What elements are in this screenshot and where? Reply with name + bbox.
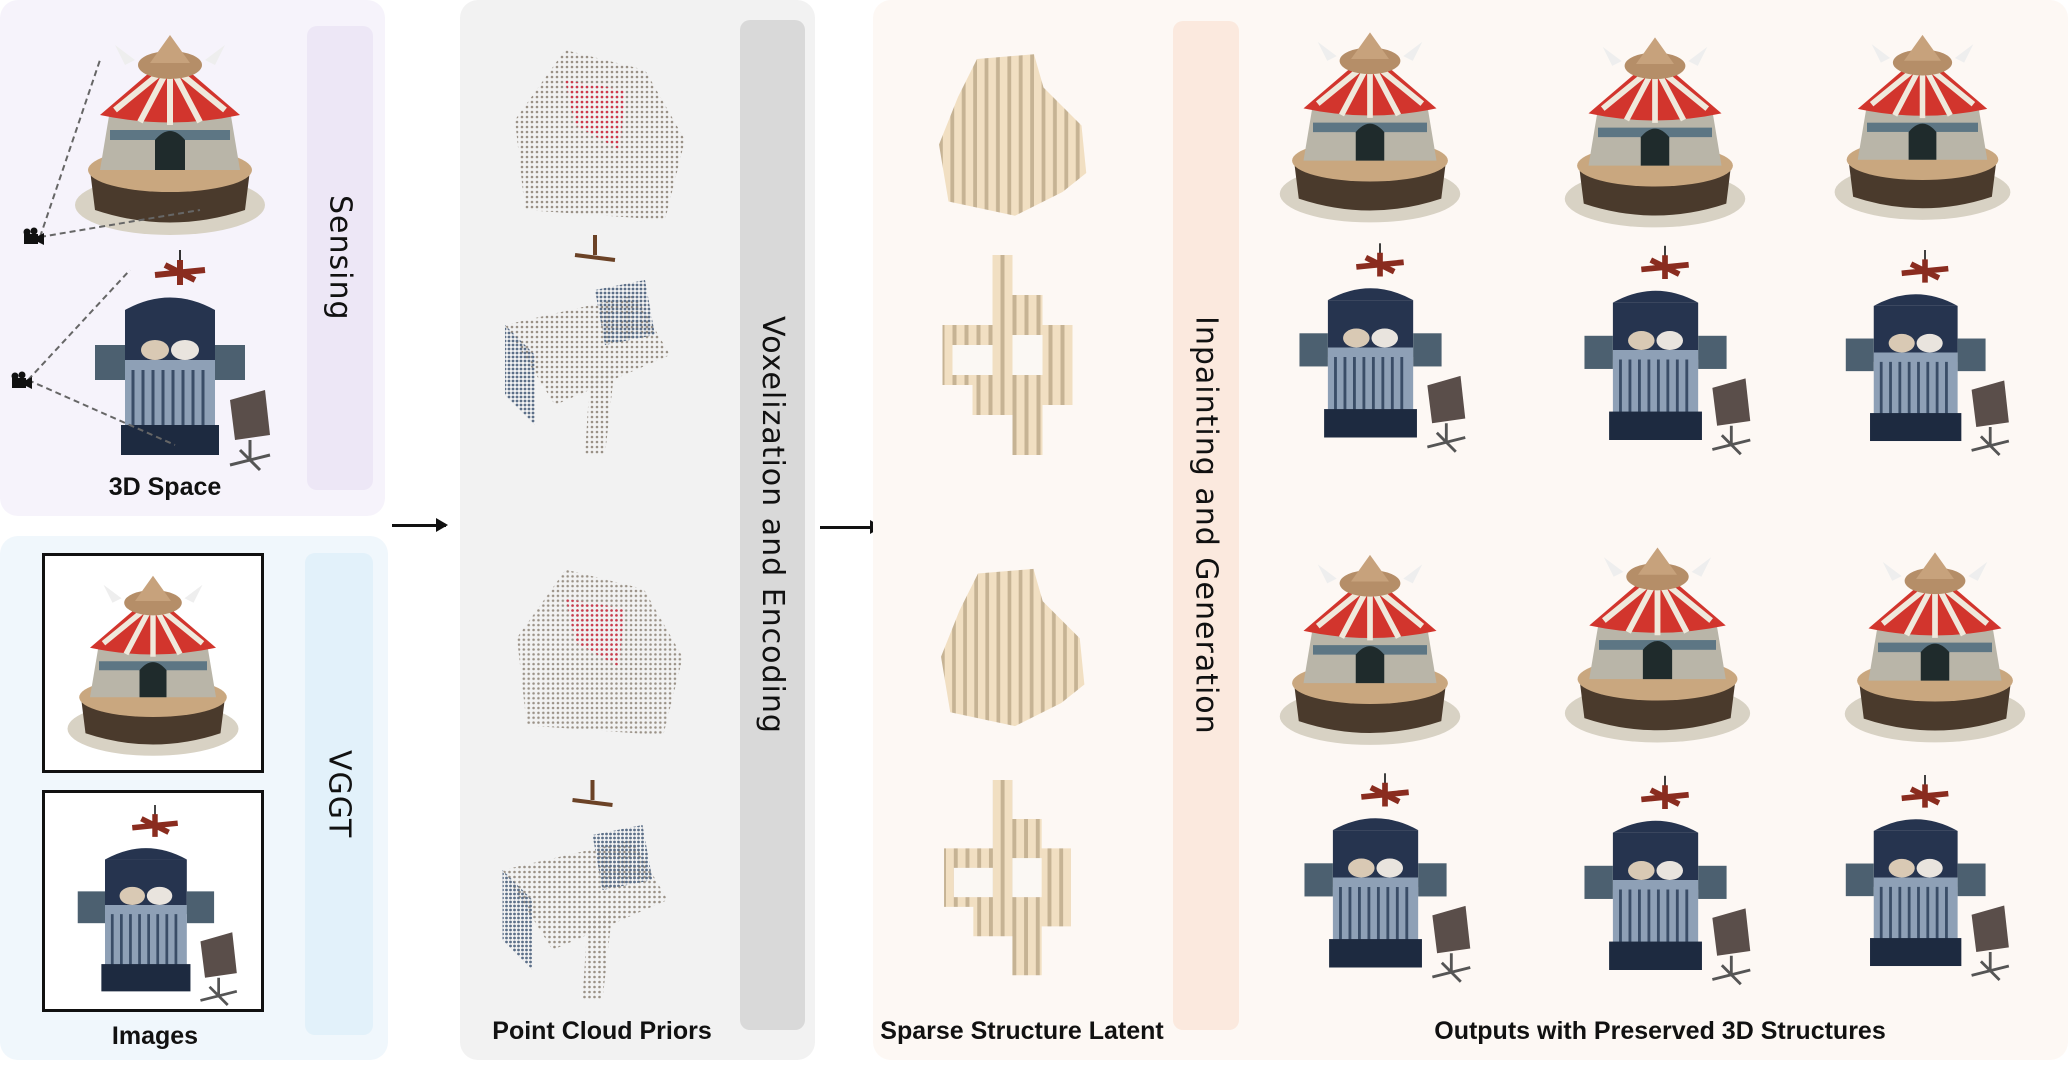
voxel-latent-bed — [944, 780, 1071, 976]
output-hut — [1275, 25, 1465, 225]
point-cloud-bed — [503, 233, 672, 457]
camera-frustum-lines — [27, 59, 201, 446]
arrow-right — [392, 518, 448, 532]
input-image-bed — [42, 790, 264, 1012]
vggt-label: VGGT — [321, 749, 357, 839]
generation-label: Inpainting and Generation — [1188, 316, 1224, 735]
camera-icon — [23, 227, 44, 245]
input-image-hut — [42, 553, 264, 773]
voxel-latent-hut — [939, 54, 1087, 216]
output-bed — [1295, 770, 1475, 985]
output-bed — [1835, 250, 2015, 455]
bed-image — [65, 805, 245, 1005]
voxel-latent-bed — [942, 255, 1073, 455]
hut-image — [63, 571, 243, 756]
output-bed — [1290, 240, 1470, 455]
generation-stage-bar: Inpainting and Generation — [1173, 21, 1239, 1030]
output-bed — [1575, 245, 1755, 455]
sensing-label: Sensing — [322, 195, 358, 321]
point-cloud-hut — [515, 50, 685, 220]
point-cloud-hut — [517, 569, 683, 736]
camera-icon — [11, 371, 32, 389]
output-bed — [1835, 775, 2015, 980]
images-caption: Images — [111, 1022, 199, 1050]
voxel-latent-hut — [941, 568, 1085, 727]
output-hut — [1840, 540, 2030, 750]
sparse-structure-latent-caption: Sparse Structure Latent — [880, 1017, 1164, 1045]
output-hut — [1560, 25, 1750, 235]
point-cloud-bed — [500, 778, 670, 1002]
vggt-stage-bar: VGGT — [305, 553, 373, 1035]
outputs-caption: Outputs with Preserved 3D Structures — [1434, 1017, 1886, 1045]
output-hut — [1830, 25, 2015, 225]
sensing-stage-bar: Sensing — [307, 26, 373, 490]
output-bed — [1575, 775, 1755, 985]
3d-space-caption: 3D Space — [108, 473, 222, 501]
voxelization-stage-bar: Voxelization and Encoding — [740, 20, 805, 1030]
arrow-right — [820, 520, 882, 534]
output-hut — [1275, 545, 1465, 750]
output-hut — [1560, 540, 1755, 745]
point-cloud-priors-caption: Point Cloud Priors — [492, 1017, 712, 1045]
voxelization-label: Voxelization and Encoding — [755, 316, 790, 734]
